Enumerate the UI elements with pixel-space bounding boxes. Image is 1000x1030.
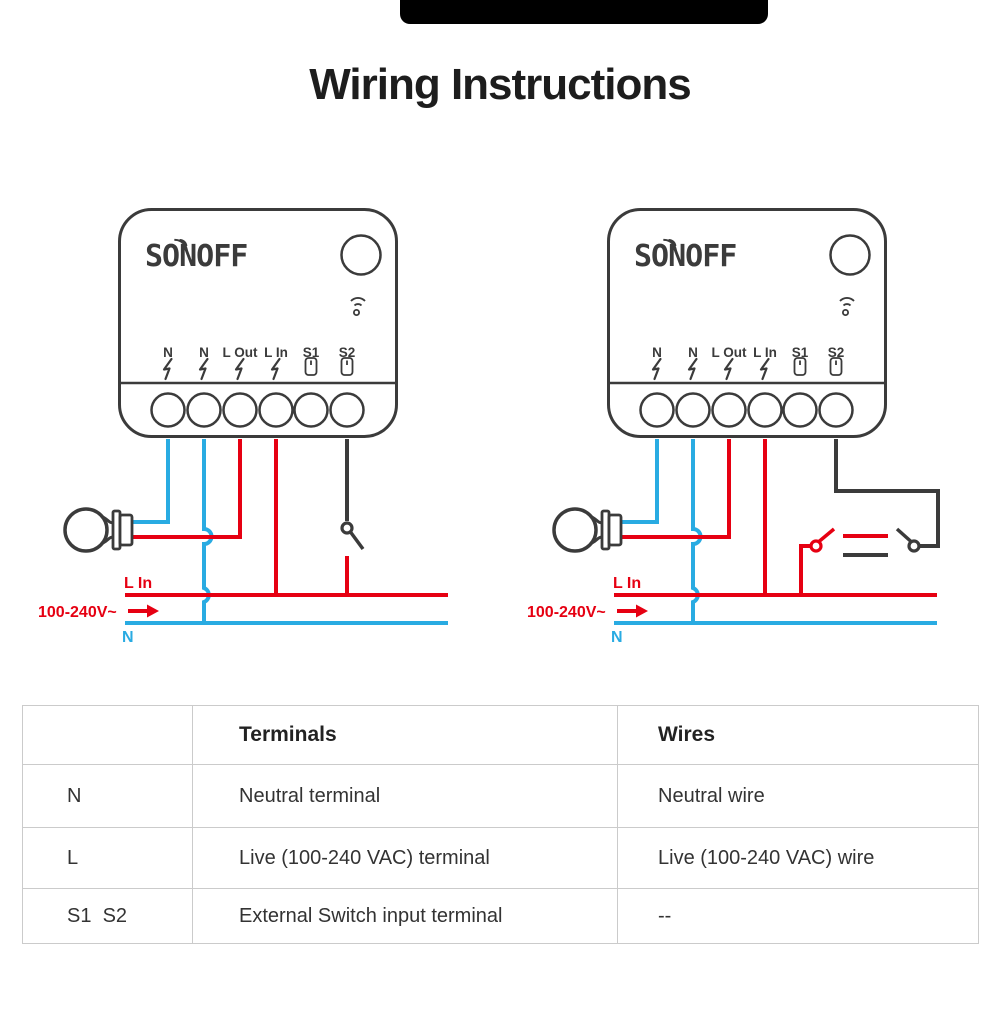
switch-to-live-wire (799, 544, 811, 595)
table-row: L Live (100-240 VAC) terminal Live (100-… (22, 827, 979, 889)
brand-logo: SONOFF (634, 239, 736, 274)
wire-cell: Live (100-240 VAC) wire (617, 827, 979, 889)
terminal-label: L Out (712, 345, 748, 360)
diagram-right: L In 100-240V~ N SONOFF N N L Out L In S… (527, 210, 940, 646)
table-row: N Neutral terminal Neutral wire (22, 764, 979, 828)
neutral-wire-down (691, 439, 703, 621)
page-title: Wiring Instructions (309, 60, 692, 109)
l-in-label: L In (613, 575, 641, 592)
n-label: N (611, 629, 623, 646)
neutral-wire-to-bulb (621, 439, 659, 524)
arrow-right-icon (128, 604, 159, 618)
terminals-table: Terminals Wires N Neutral terminal Neutr… (22, 705, 979, 944)
header-terminals: Terminals (192, 705, 618, 765)
neutral-wire-down (202, 439, 214, 621)
terminal-label: L Out (223, 345, 259, 360)
diagram-left: L In 100-240V~ N SONOFF N N L Out L In S… (38, 210, 448, 646)
voltage-label: 100-240V~ (38, 604, 117, 621)
terminal-cell: L (22, 827, 193, 889)
n-label: N (122, 629, 134, 646)
terminal-label: N (163, 345, 173, 360)
terminal-label: S2 (828, 345, 845, 360)
wire-cell: Neutral wire (617, 764, 979, 828)
arrow-right-icon (617, 604, 648, 618)
wire-cell: -- (617, 888, 979, 944)
table-row: S1 S2 External Switch input terminal -- (22, 888, 979, 944)
top-black-bar (400, 0, 768, 24)
terminal-label: L In (753, 345, 777, 360)
brand-logo: SONOFF (145, 239, 247, 274)
neutral-wire-to-bulb (132, 439, 170, 524)
terminal-label: N (199, 345, 209, 360)
terminal-label: S1 (303, 345, 320, 360)
table-header-row: Terminals Wires (22, 705, 979, 765)
terminal-label: S2 (339, 345, 356, 360)
terminal-label: L In (264, 345, 288, 360)
switch-icon (340, 521, 365, 551)
live-out-wire-to-bulb (621, 439, 731, 539)
terminal-cell: N (22, 764, 193, 828)
header-wires: Wires (617, 705, 979, 765)
live-out-wire-to-bulb (132, 439, 242, 539)
terminal-label: N (652, 345, 662, 360)
description-cell: Live (100-240 VAC) terminal (192, 827, 618, 889)
terminal-label: N (688, 345, 698, 360)
description-cell: External Switch input terminal (192, 888, 618, 944)
wiring-diagram: L In 100-240V~ N SONOFF N N L Out L In S… (38, 0, 940, 646)
description-cell: Neutral terminal (192, 764, 618, 828)
terminal-label: S1 (792, 345, 809, 360)
s2-wire-elbow (834, 439, 940, 548)
two-way-switch-icon (809, 527, 921, 557)
voltage-label: 100-240V~ (527, 604, 606, 621)
header-empty (22, 705, 193, 765)
terminal-cell: S1 S2 (22, 888, 193, 944)
l-in-label: L In (124, 575, 152, 592)
